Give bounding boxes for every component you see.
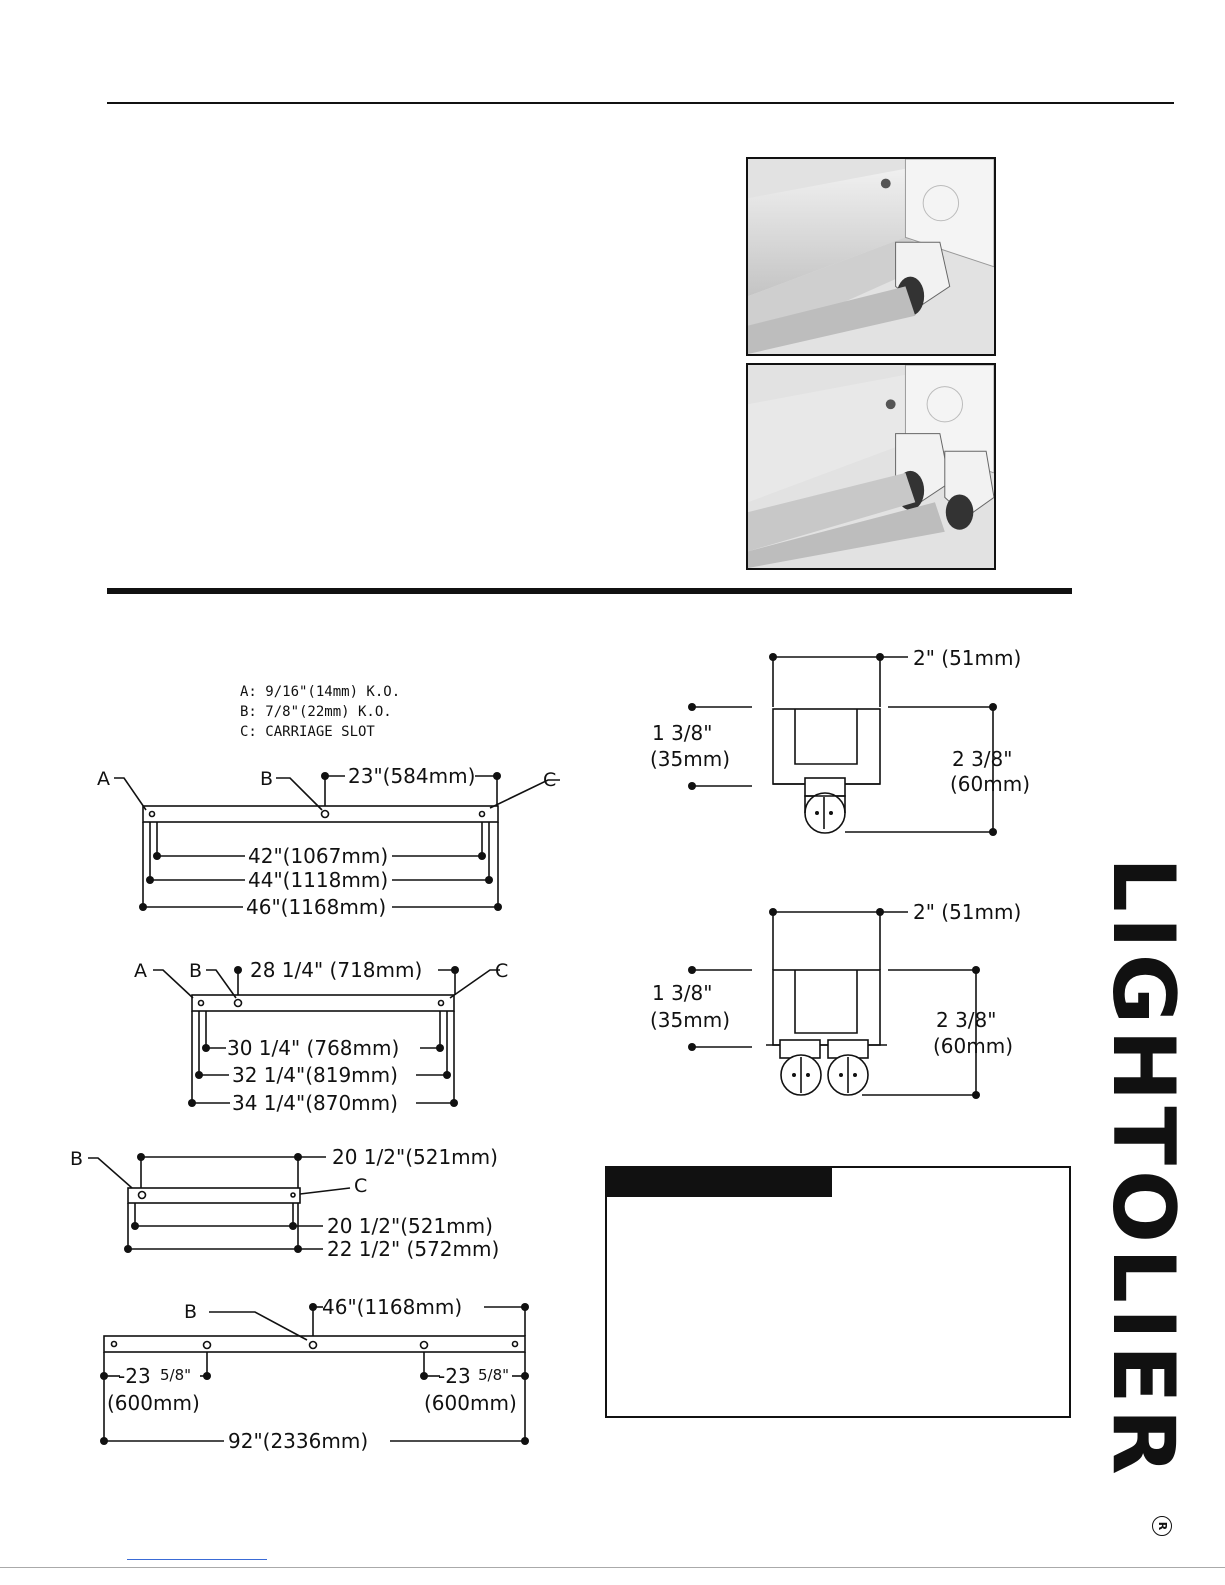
ch4-label-a: A — [97, 768, 110, 790]
sec1-left-mm: (35mm) — [650, 747, 730, 771]
notes-box-header-tab — [607, 1168, 832, 1197]
section-divider — [107, 588, 1072, 594]
fixture-photo-single — [746, 157, 996, 356]
section-one-lamp-drawing — [692, 656, 994, 834]
ch8-dim-center: 46"(1168mm) — [322, 1295, 462, 1319]
ch4-label-c: C — [543, 769, 556, 791]
ch3-dim-center: 28 1/4" (718mm) — [250, 958, 422, 982]
ch4-dim-mid: 44"(1118mm) — [248, 868, 388, 892]
ch2-label-c: C — [354, 1175, 367, 1197]
ch3-dim-mid: 32 1/4"(819mm) — [232, 1063, 398, 1087]
footer-link-underline[interactable] — [127, 1559, 267, 1560]
ch4-label-b: B — [260, 768, 273, 790]
channel-3ft-drawing — [153, 969, 500, 1104]
sec2-left-mm: (35mm) — [650, 1008, 730, 1032]
ch3-dim-overall: 34 1/4"(870mm) — [232, 1091, 398, 1115]
bottom-rule — [0, 1567, 1225, 1568]
ch3-dim-inner: 30 1/4" (768mm) — [227, 1036, 399, 1060]
ch8-dim-right-num: -23 — [438, 1364, 471, 1388]
ch2-dim-overall: 22 1/2" (572mm) — [327, 1237, 499, 1261]
ch2-dim-inner: 20 1/2"(521mm) — [327, 1214, 493, 1238]
sec1-right-in: 2 3/8" — [952, 747, 1012, 771]
sec2-width: 2" (51mm) — [913, 900, 1021, 924]
legend-a: A: 9/16"(14mm) K.O. — [240, 684, 400, 700]
registered-mark: R — [1152, 1516, 1172, 1536]
ch8-dim-right-mm: (600mm) — [424, 1391, 517, 1415]
ch8-dim-overall: 92"(2336mm) — [228, 1429, 368, 1453]
sec2-left-in: 1 3/8" — [652, 981, 712, 1005]
channel-8ft-drawing — [103, 1306, 526, 1442]
ch4-dim-inner: 42"(1067mm) — [248, 844, 388, 868]
sec2-right-mm: (60mm) — [933, 1034, 1013, 1058]
fixture-photo-double — [746, 363, 996, 570]
channel-2ft-drawing — [88, 1156, 351, 1250]
ch4-dim-center: 23"(584mm) — [348, 764, 475, 788]
legend-b: B: 7/8"(22mm) K.O. — [240, 704, 392, 720]
notes-box — [605, 1166, 1071, 1418]
ch3-label-a: A — [134, 960, 147, 982]
ch3-label-b: B — [189, 960, 202, 982]
section-two-lamp-drawing — [692, 911, 977, 1096]
ch8-dim-left-frac: 5/8" — [160, 1366, 191, 1384]
sec2-right-in: 2 3/8" — [936, 1008, 996, 1032]
ch4-dim-overall: 46"(1168mm) — [246, 895, 386, 919]
ch8-dim-left-mm: (600mm) — [107, 1391, 200, 1415]
ch8-label-b: B — [184, 1301, 197, 1323]
top-rule — [107, 102, 1174, 104]
ch2-label-b: B — [70, 1148, 83, 1170]
ch8-dim-right-frac: 5/8" — [478, 1366, 509, 1384]
sec1-left-in: 1 3/8" — [652, 721, 712, 745]
legend-c: C: CARRIAGE SLOT — [240, 724, 375, 740]
ch8-dim-left-num: -23 — [118, 1364, 151, 1388]
ch2-dim-top: 20 1/2"(521mm) — [332, 1145, 498, 1169]
brand-name: LIGHTOLIER — [1093, 857, 1193, 1480]
brand-logo: LIGHTOLIER — [1093, 857, 1193, 1529]
channel-4ft-drawing — [114, 775, 560, 909]
sec1-right-mm: (60mm) — [950, 772, 1030, 796]
ch3-label-c: C — [495, 960, 508, 982]
sec1-width: 2" (51mm) — [913, 646, 1021, 670]
